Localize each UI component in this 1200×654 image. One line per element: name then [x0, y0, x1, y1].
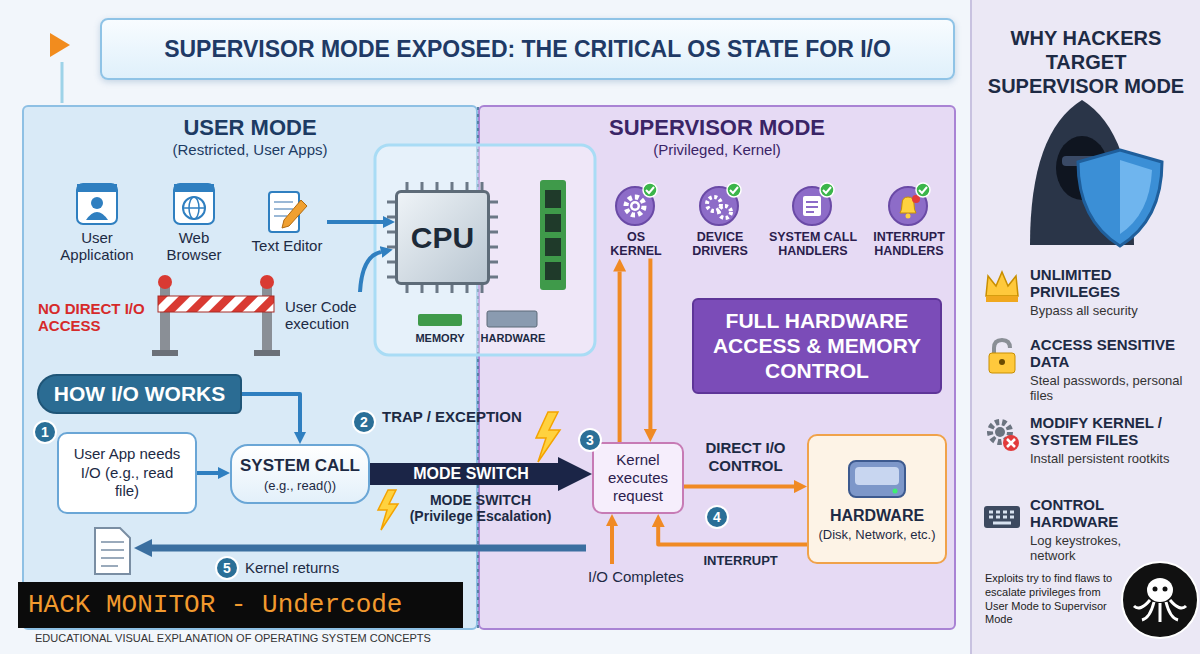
- node-text: (e.g., read()): [264, 478, 336, 493]
- edge-label: INTERRUPT: [700, 552, 780, 569]
- callout-number: 5: [215, 556, 239, 580]
- process-box: DEVICE DRIVERS: [680, 182, 760, 259]
- node-heading: CONTROL HARDWARE: [1030, 496, 1122, 531]
- node-text: Install persistent rootkits: [1030, 451, 1197, 466]
- threat-item: UNLIMITED PRIVILEGES Bypass all security: [982, 266, 1197, 322]
- icon: [982, 266, 1022, 306]
- process-box: Web Browser: [152, 182, 236, 263]
- icon: [265, 190, 309, 234]
- part-label: MEMORY: [410, 332, 470, 344]
- callout-number: 4: [705, 505, 729, 529]
- text-column: CONTROL HARDWARELog keystrokes, network: [1030, 496, 1122, 563]
- node-heading: Text Editor: [252, 238, 323, 255]
- edge-label: MODE SWITCH: [409, 464, 533, 484]
- node-heading: WHY HACKERS TARGET SUPERVISOR MODE: [972, 0, 1200, 98]
- icon: [886, 182, 932, 228]
- callout-number: 1: [33, 420, 57, 444]
- text-column: MODIFY KERNEL / SYSTEM FILES Install pers…: [1030, 414, 1197, 466]
- process-box: HARDWARE (Disk, Network, etc.): [807, 434, 947, 564]
- node-text: Log keystrokes, network: [1030, 533, 1122, 563]
- node-heading: INTERRUPT HANDLERS: [864, 231, 954, 259]
- icon: [697, 182, 743, 228]
- step-label: MODE SWITCH (Privilege Escalation): [398, 492, 563, 524]
- node-heading: UNLIMITED PRIVILEGES: [1030, 266, 1197, 301]
- icon: [790, 182, 836, 228]
- watermark: HACK MONITOR - Undercode: [18, 582, 463, 628]
- step-label: Kernel returns: [245, 559, 385, 576]
- node-heading: User App needs I/O (e.g., read file): [67, 445, 187, 501]
- process-box: SYSTEM CALL (e.g., read()): [230, 444, 370, 504]
- process-box: Kernel executes request: [592, 442, 684, 514]
- callout-number: 2: [352, 410, 376, 434]
- process-box: SYSTEM CALL HANDLERS: [766, 182, 860, 259]
- mode-panel: WHY HACKERS TARGET SUPERVISOR MODE UNLIMI…: [970, 0, 1200, 654]
- node-heading: User Application: [54, 230, 140, 263]
- step-label: TRAP / EXCEPTION: [382, 408, 532, 425]
- icon: [982, 496, 1022, 536]
- title-banner: SUPERVISOR MODE EXPOSED: THE CRITICAL OS…: [100, 18, 955, 80]
- node-heading: CPU: [411, 221, 474, 255]
- node-heading: SYSTEM CALL: [240, 456, 360, 476]
- part-label: HARDWARE: [480, 332, 546, 344]
- process-box: CPU: [395, 190, 490, 285]
- icon: [982, 414, 1022, 454]
- node-heading: DEVICE DRIVERS: [680, 231, 760, 259]
- node-heading: ACCESS SENSITIVE DATA: [1030, 336, 1197, 371]
- node-heading: Kernel executes request: [598, 451, 678, 505]
- node-text: (Restricted, User Apps): [24, 141, 476, 158]
- icon: [982, 336, 1022, 376]
- edge-label: DIRECT I/O CONTROL: [688, 438, 803, 475]
- icon: [172, 182, 216, 226]
- warning-label: NO DIRECT I/O ACCESS: [38, 300, 156, 335]
- icon: [75, 182, 119, 226]
- process-box: User App needs I/O (e.g., read file): [57, 432, 197, 514]
- node-heading: SYSTEM CALL HANDLERS: [766, 231, 860, 259]
- node-text: Bypass all security: [1030, 303, 1197, 318]
- footnote: Exploits try to find flaws to escalate p…: [985, 572, 1115, 627]
- process-box: FULL HARDWARE ACCESS & MEMORY CONTROL: [692, 298, 942, 394]
- caption: EDUCATIONAL VISUAL EXPLANATION OF OPERAT…: [35, 632, 465, 644]
- node-text: Steal passwords, personal files: [1030, 373, 1197, 403]
- process-box: HOW I/O WORKS: [37, 374, 242, 414]
- intro-arrow: [0, 33, 70, 103]
- node-text: (Disk, Network, etc.): [818, 527, 935, 542]
- node-heading: SUPERVISOR MODE: [480, 115, 954, 141]
- note-label: User Code execution: [285, 298, 380, 333]
- node-heading: FULL HARDWARE ACCESS & MEMORY CONTROL: [704, 308, 930, 384]
- icon: [613, 182, 659, 228]
- process-box: User Application: [54, 182, 140, 263]
- process-box: Text Editor: [247, 182, 327, 262]
- text-column: UNLIMITED PRIVILEGES Bypass all security: [1030, 266, 1197, 318]
- text-column: ACCESS SENSITIVE DATASteal passwords, pe…: [1030, 336, 1197, 403]
- node-heading: Web Browser: [152, 230, 236, 263]
- step-label: I/O Completes: [588, 568, 688, 585]
- callout-number: 3: [578, 428, 602, 452]
- node-heading: OS KERNEL: [600, 231, 672, 259]
- threat-item: CONTROL HARDWARELog keystrokes, network: [982, 496, 1122, 563]
- threat-item: ACCESS SENSITIVE DATASteal passwords, pe…: [982, 336, 1197, 403]
- node-heading: MODIFY KERNEL / SYSTEM FILES: [1030, 414, 1197, 449]
- icon: [845, 457, 909, 501]
- node-heading: USER MODE: [24, 115, 476, 141]
- threat-item: MODIFY KERNEL / SYSTEM FILES Install pers…: [982, 414, 1197, 484]
- node-heading: HARDWARE: [830, 507, 924, 525]
- node-text: (Privileged, Kernel): [480, 141, 954, 158]
- node-heading: HOW I/O WORKS: [54, 382, 226, 406]
- process-box: OS KERNEL: [600, 182, 672, 259]
- process-box: INTERRUPT HANDLERS: [864, 182, 954, 259]
- mode-panel: USER MODE(Restricted, User Apps) User App…: [22, 105, 478, 630]
